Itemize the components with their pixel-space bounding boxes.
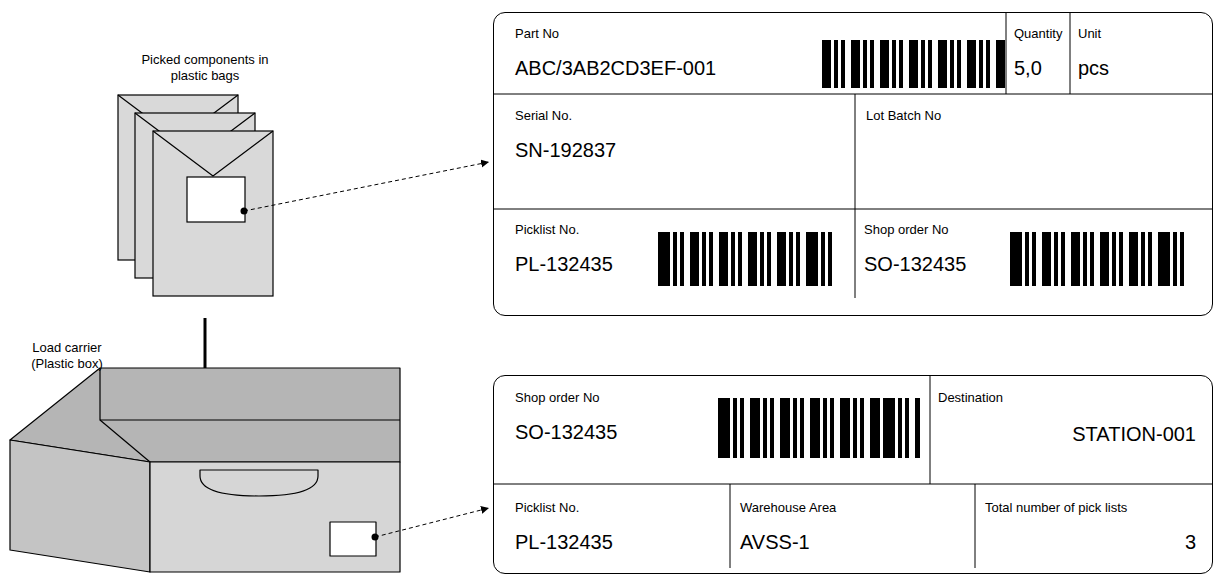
field-label: Serial No. (515, 108, 572, 124)
field-value: PL-132435 (515, 252, 613, 276)
field-label: Picklist No. (515, 500, 579, 516)
field-label: Total number of pick lists (985, 500, 1127, 516)
barcodes (658, 64, 1190, 428)
barcode (718, 398, 920, 458)
field-label: Quantity (1014, 26, 1062, 42)
label-card-component: Part No ABC/3AB2CD3EF-001 Quantity 5,0 Unit p… (493, 12, 1213, 316)
divider (493, 209, 1213, 210)
box-side (10, 440, 150, 572)
load-carrier (10, 368, 400, 572)
label-card-carrier: Shop order No SO-132435 DestinationSTATION… (493, 375, 1213, 574)
field-label: Lot Batch No (866, 108, 941, 124)
divider (855, 209, 856, 298)
divider (855, 94, 856, 209)
card-grid (493, 12, 1213, 568)
divider (930, 375, 931, 484)
box-inner-edge (100, 368, 400, 420)
bag-tag (187, 177, 245, 222)
plastic-bags (118, 95, 273, 296)
divider (493, 94, 1213, 95)
field-value: 3 (1185, 530, 1196, 554)
barcode (822, 40, 1005, 88)
barcode (658, 232, 838, 286)
box-opening (10, 368, 400, 462)
box-tag (330, 522, 376, 556)
divider (1070, 12, 1071, 94)
field-label: Picklist No. (515, 222, 579, 238)
box-front (150, 462, 400, 572)
divider (730, 484, 731, 568)
field-value: SO-132435 (515, 420, 617, 444)
bag (153, 131, 273, 296)
barcode (1010, 232, 1190, 286)
field-value: 5,0 (1014, 56, 1042, 80)
field-value: AVSS-1 (740, 530, 810, 554)
field-label: Destination (938, 390, 1003, 406)
field-value: SO-132435 (864, 252, 966, 276)
field-label: Unit (1078, 26, 1101, 42)
field-label: Part No (515, 26, 559, 42)
bag-flap (153, 131, 273, 176)
divider (493, 484, 1213, 485)
field-label: Shop order No (864, 222, 949, 238)
leader-line (244, 162, 489, 211)
field-label: Warehouse Area (740, 500, 836, 516)
divider (975, 484, 976, 568)
divider (1006, 12, 1007, 94)
field-value: pcs (1078, 56, 1109, 80)
box-handle (200, 470, 318, 496)
illustration-label: Picked components in plastic bags (140, 52, 270, 85)
field-label: Shop order No (515, 390, 600, 406)
field-value: SN-192837 (515, 138, 616, 162)
leader-line (375, 508, 489, 537)
field-value: PL-132435 (515, 530, 613, 554)
illustration-label: Load carrier (Plastic box) (15, 340, 119, 373)
field-value: STATION-001 (1072, 422, 1196, 446)
field-value: ABC/3AB2CD3EF-001 (515, 56, 716, 80)
